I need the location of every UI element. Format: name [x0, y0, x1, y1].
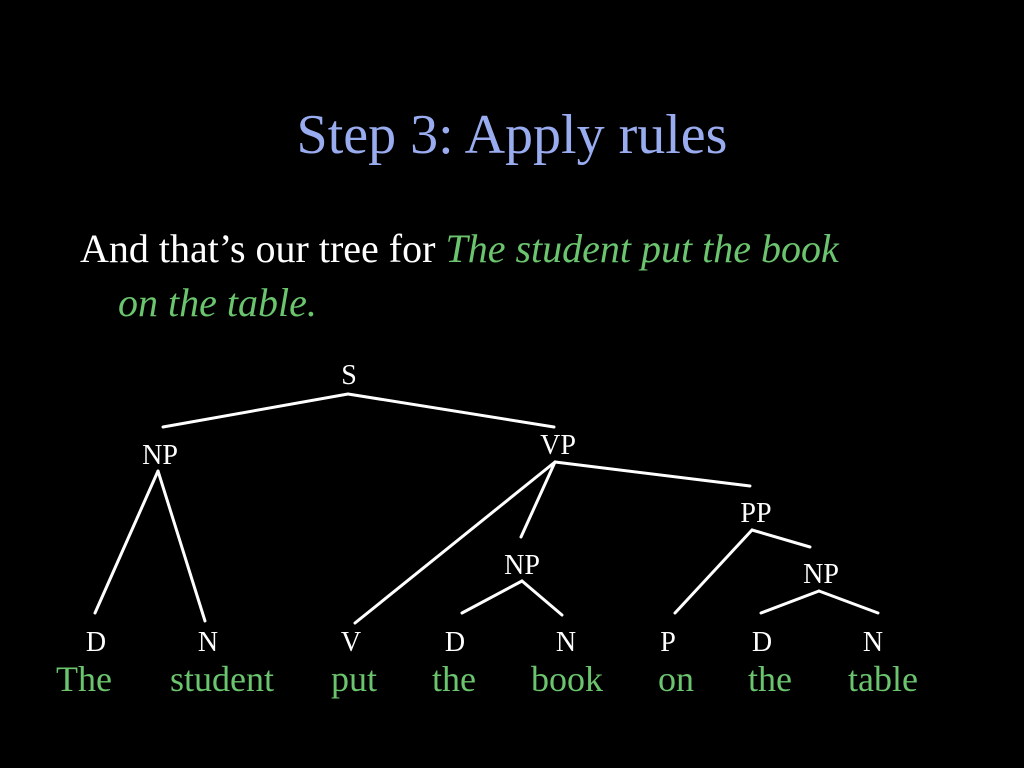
- word-put: put: [331, 659, 377, 699]
- sentence-period: .: [306, 280, 317, 325]
- edge-pp-p: [673, 528, 754, 615]
- node-np-object: NP: [504, 550, 540, 581]
- word-on: on: [658, 659, 694, 699]
- word-book: book: [531, 659, 603, 699]
- example-sentence-part-2: on the table: [118, 280, 307, 325]
- edge-s-np: [161, 392, 350, 429]
- node-np-pp: NP: [803, 559, 839, 590]
- node-n3: N: [863, 627, 883, 658]
- word-the-3: the: [748, 659, 792, 699]
- edge-np-n3: [817, 589, 880, 615]
- word-table: table: [848, 659, 918, 699]
- edge-vp-np: [519, 460, 557, 539]
- edge-vp-pp: [553, 460, 752, 488]
- word-the-1: The: [56, 659, 112, 699]
- slide-body-text: And that’s our tree for The student put …: [80, 222, 980, 330]
- slide-title: Step 3: Apply rules: [296, 104, 728, 166]
- node-p: P: [660, 627, 676, 658]
- edge-vp-v: [353, 460, 557, 625]
- node-s: S: [341, 360, 357, 391]
- edge-np-d1: [93, 469, 160, 615]
- edge-np-n2: [520, 579, 564, 617]
- node-d3: D: [752, 627, 772, 658]
- node-v: V: [341, 627, 361, 658]
- node-vp: VP: [540, 430, 576, 461]
- word-student: student: [170, 659, 274, 699]
- edge-np-d3: [759, 589, 821, 615]
- node-n1: N: [198, 627, 218, 658]
- node-np-subject: NP: [142, 440, 178, 471]
- edge-pp-np: [750, 528, 812, 549]
- node-d2: D: [445, 627, 465, 658]
- edge-np-d2: [460, 579, 524, 615]
- node-d1: D: [86, 627, 106, 658]
- node-n2: N: [556, 627, 576, 658]
- edge-s-vp: [346, 392, 556, 429]
- body-line-2: on the table.: [80, 276, 980, 330]
- edge-np-n1: [156, 469, 207, 623]
- node-pp: PP: [740, 498, 771, 529]
- example-sentence-part-1: The student put the book: [445, 226, 839, 271]
- body-intro-text: And that’s our tree for: [80, 226, 446, 271]
- word-the-2: the: [432, 659, 476, 699]
